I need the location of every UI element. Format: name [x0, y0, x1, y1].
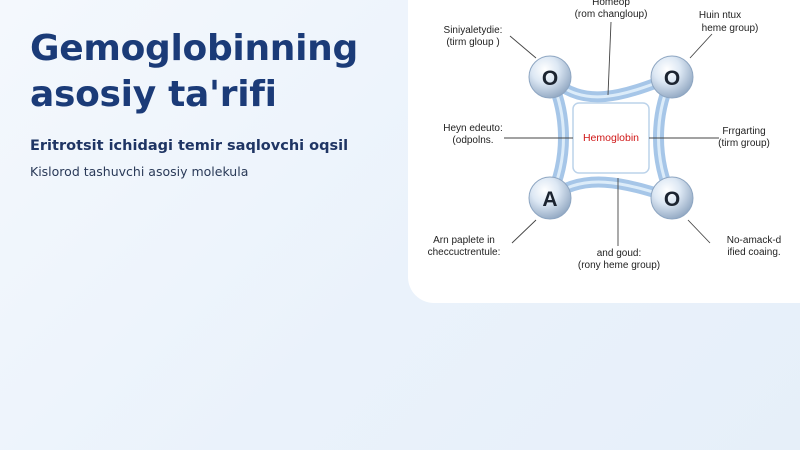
label-bottom-center: (rony heme group) [578, 260, 660, 271]
label-top-left: Siniyaletydie: [444, 25, 503, 36]
label-top-left: (tirm gloup ) [446, 37, 499, 48]
node-letter: A [542, 188, 557, 211]
hemoglobin-diagram: Hemoglobin O O A O [428, 0, 782, 271]
node-bottom-right: O [650, 176, 694, 220]
label-top-center: Homeop [592, 0, 630, 8]
node-bottom-left: A [528, 176, 572, 220]
label-bottom-right: ified coaing. [727, 247, 780, 258]
diagram-panel: Hemoglobin O O A O [408, 0, 800, 303]
label-top-right: Huin ntux [699, 10, 741, 21]
label-mid-left: (odpolns. [452, 135, 493, 146]
label-bottom-left: Arn paplete in [433, 235, 495, 246]
page-title: Gemoglobinning asosiy ta'rifi [30, 28, 358, 115]
page-subtitle: Eritrotsit ichidagi temir saqlovchi oqsi… [30, 138, 349, 154]
label-mid-right: (tirm group) [718, 138, 770, 149]
label-bottom-center: and goud: [597, 248, 642, 259]
label-mid-left: Heyn edeuto: [443, 123, 503, 134]
label-bottom-right: No-amack-d [727, 235, 781, 246]
diagram-labels: Homeop (rom changloup) Siniyaletydie: (t… [428, 0, 782, 271]
center-label: Hemoglobin [583, 132, 639, 144]
leader-lines [504, 21, 719, 246]
left-panel: Gemoglobinning asosiy ta'rifi Eritrotsit… [30, 26, 400, 179]
page-description: Kislorod tashuvchi asosiy molekula [30, 164, 249, 179]
node-top-right: O [650, 55, 694, 99]
node-letter: O [664, 188, 680, 211]
node-top-left: O [528, 55, 572, 99]
label-top-center: (rom changloup) [575, 9, 648, 20]
node-letter: O [664, 67, 680, 90]
label-mid-right: Frrgarting [722, 126, 765, 137]
label-top-right: heme group) [702, 23, 759, 34]
node-letter: O [542, 67, 558, 90]
label-bottom-left: checcuctrentule: [428, 247, 501, 258]
